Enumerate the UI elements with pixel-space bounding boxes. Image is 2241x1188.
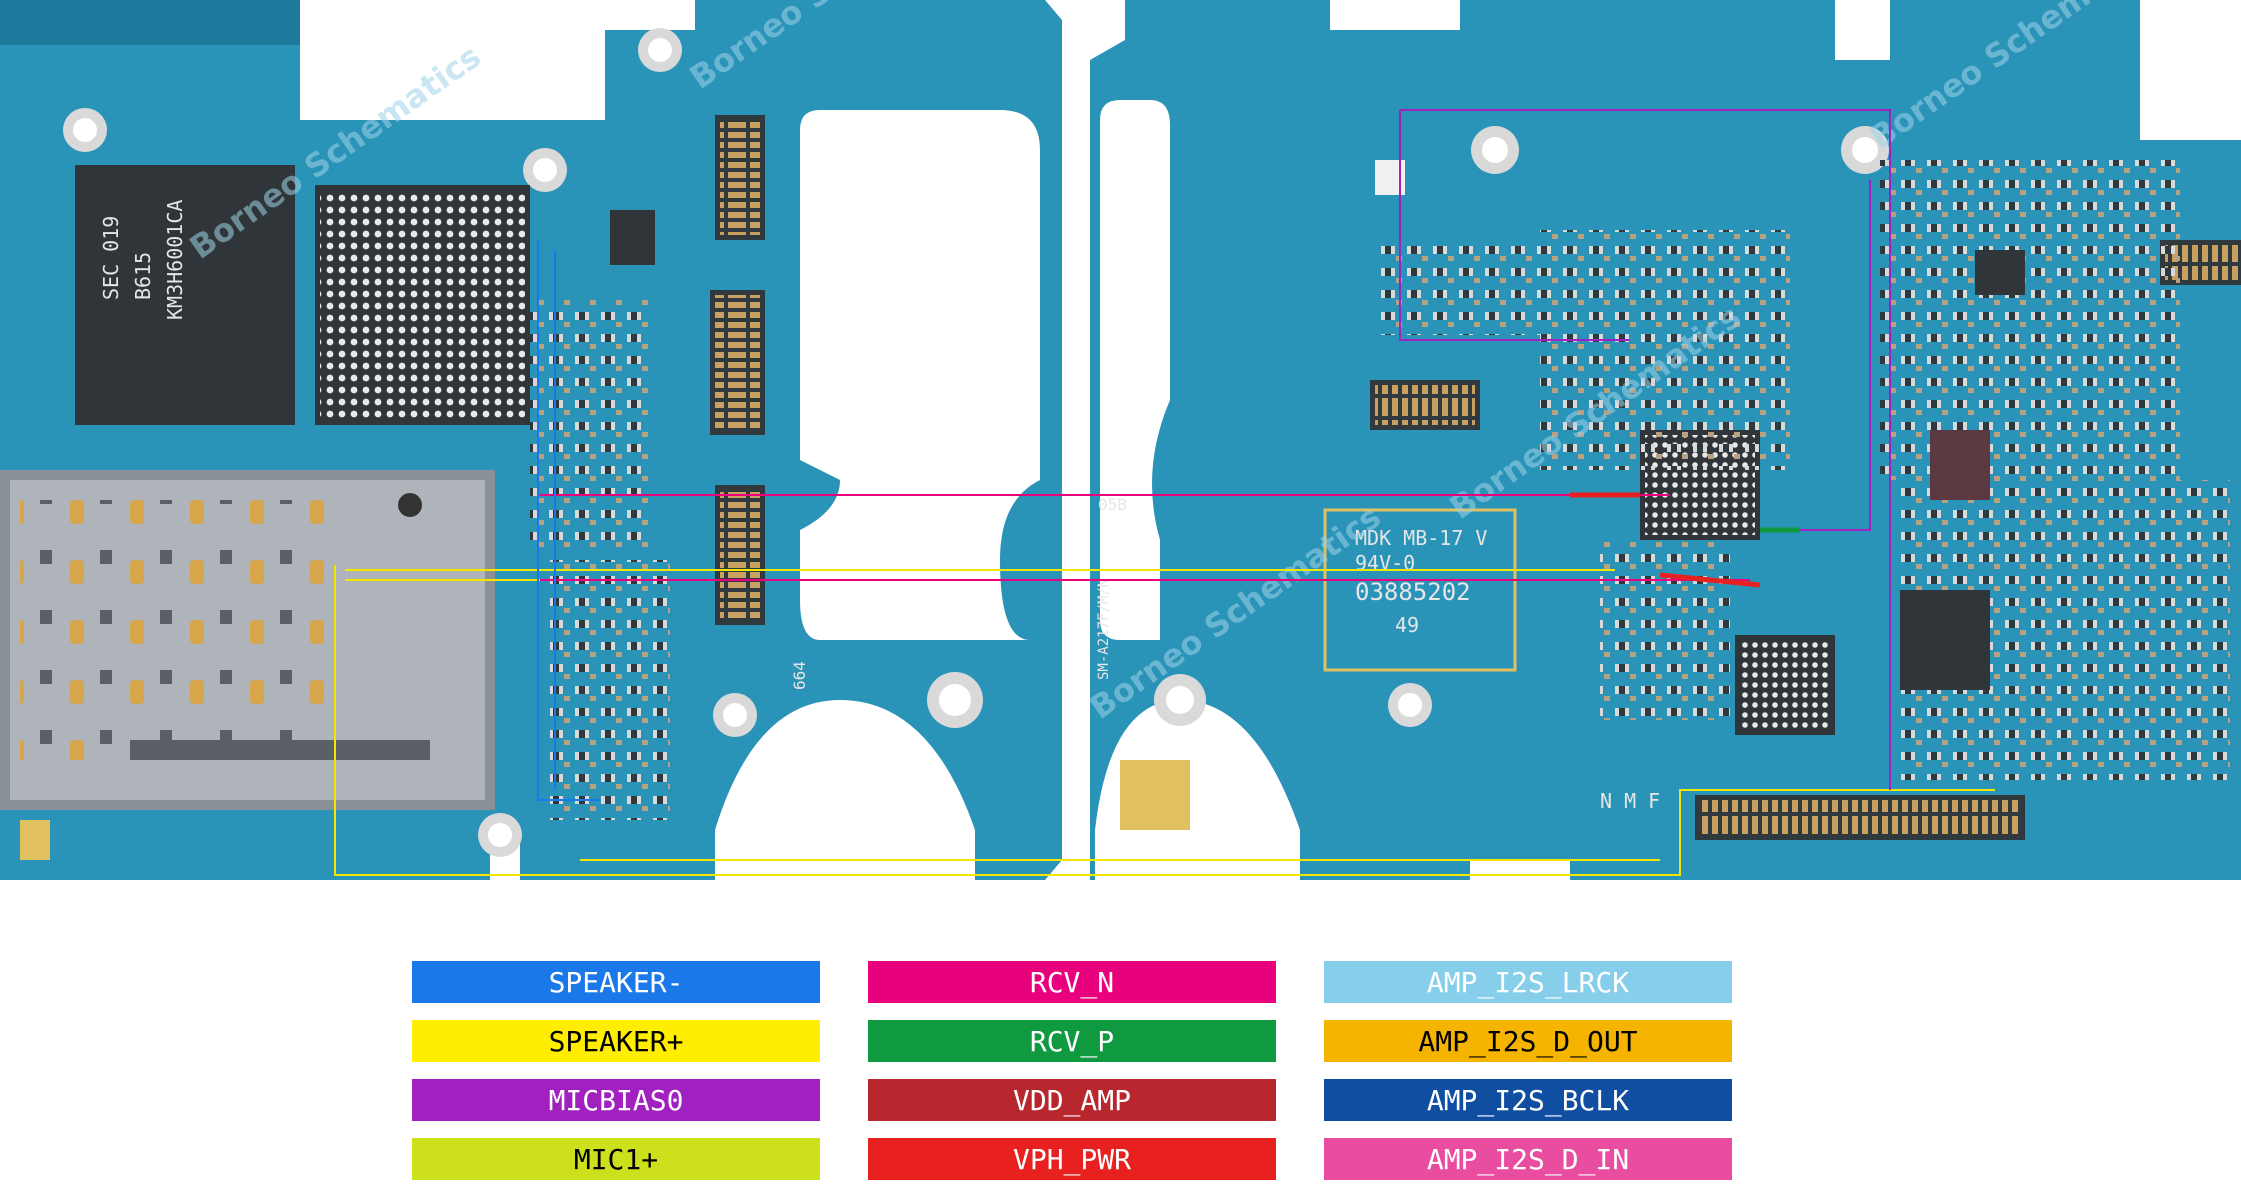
smd-cluster-left — [530, 300, 650, 550]
datamatrix — [1120, 760, 1190, 830]
smd-cluster-right-3 — [1880, 160, 2180, 480]
chip-label-km: KM3H6001CA — [163, 200, 187, 320]
net-traces — [334, 109, 1995, 876]
memory-chip: SEC 019 B615 KM3H6001CA — [75, 165, 295, 425]
mounting-holes-right — [1154, 126, 1889, 727]
pcb-diagram: SEC 019 B615 KM3H6001CA 664 — [0, 0, 2241, 880]
silk-05b: 05B — [1098, 495, 1127, 514]
right-cutout — [1100, 100, 1170, 640]
legend-amp-i2s-d-out: AMP_I2S_D_OUT — [1324, 1020, 1732, 1062]
trace-speaker-minus — [537, 240, 600, 801]
legend-amp-i2s-lrck: AMP_I2S_LRCK — [1324, 961, 1732, 1003]
legend-speaker-minus: SPEAKER- — [412, 961, 820, 1003]
legend-micbias0: MICBIAS0 — [412, 1079, 820, 1121]
mounting-holes-left — [63, 28, 983, 857]
legend-amp-i2s-bclk: AMP_I2S_BCLK — [1324, 1079, 1732, 1121]
trace-micbias0 — [1399, 109, 1891, 790]
soc-bga-balls — [320, 190, 525, 420]
smd-cluster-left-2 — [550, 560, 670, 820]
chip-label-sec: SEC 019 — [99, 216, 123, 300]
silk-nmf: N M F — [1600, 789, 1660, 813]
legend-vph-pwr: VPH_PWR — [868, 1138, 1276, 1180]
legend-mic1-plus: MIC1+ — [412, 1138, 820, 1180]
left-cutout — [800, 110, 1040, 640]
silk-left-code: 664 — [790, 661, 809, 690]
legend-speaker-plus: SPEAKER+ — [412, 1020, 820, 1062]
sim-tray — [0, 470, 495, 810]
trace-vph-pwr — [1570, 492, 1761, 588]
silk-lot: 49 — [1395, 613, 1419, 637]
legend-vdd-amp: VDD_AMP — [868, 1079, 1276, 1121]
smd-cluster-right-2 — [1540, 230, 1790, 470]
left-board-edge — [0, 0, 300, 45]
chip-label-b615: B615 — [131, 252, 155, 300]
legend-amp-i2s-d-in: AMP_I2S_D_IN — [1324, 1138, 1732, 1180]
silk-rating: 94V-0 — [1355, 551, 1415, 575]
silk-serial: 03885202 — [1355, 578, 1471, 606]
silkscreen-block: MDK MB-17 V 94V-0 03885202 49 05B N M F … — [1096, 495, 1660, 813]
silk-model: MDK MB-17 V — [1355, 526, 1487, 550]
silk-part: SM-A217F/M/N — [1096, 579, 1112, 680]
legend-rcv-n: RCV_N — [868, 961, 1276, 1003]
legend-rcv-p: RCV_P — [868, 1020, 1276, 1062]
trace-rcv-n — [540, 494, 1750, 581]
